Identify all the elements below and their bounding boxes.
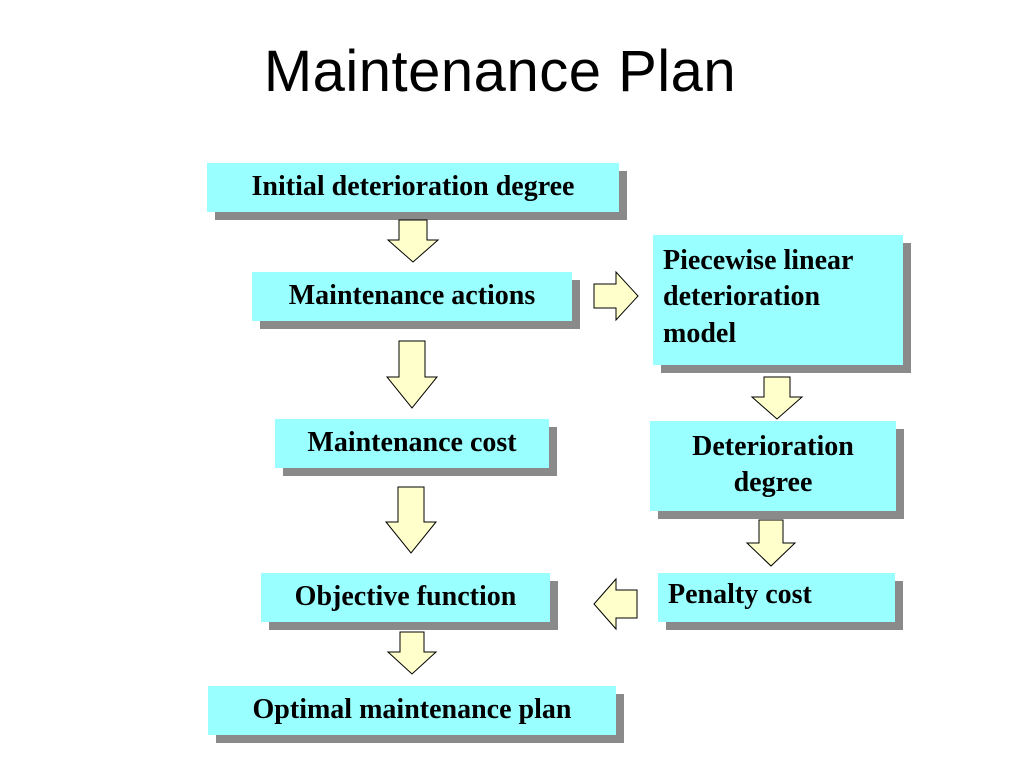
- node-deterioration-degree-line-2: degree: [733, 467, 813, 499]
- slide-title: Maintenance Plan: [263, 39, 737, 104]
- node-piecewise-model-line-2: deterioration: [663, 281, 821, 313]
- node-deterioration-degree: Deterioration degree: [650, 421, 896, 511]
- arrow-down-3: [384, 486, 438, 554]
- node-maintenance-cost-label: Maintenance cost: [307, 427, 517, 459]
- arrow-down-4: [386, 631, 438, 675]
- arrow-left-1: [593, 577, 638, 631]
- node-optimal-plan-label: Optimal maintenance plan: [252, 694, 572, 726]
- node-maintenance-cost: Maintenance cost: [275, 419, 549, 468]
- node-penalty-cost-label: Penalty cost: [668, 579, 812, 610]
- arrow-down-6: [745, 519, 797, 567]
- node-piecewise-model-line-1: Piecewise linear: [663, 245, 854, 276]
- arrow-down-5: [750, 376, 804, 420]
- node-piecewise-model-line-3: model: [663, 317, 737, 349]
- arrow-down-1: [386, 219, 440, 263]
- node-deterioration-degree-line-1: Deterioration: [692, 431, 854, 462]
- node-piecewise-model: Piecewise linear deterioration model: [653, 235, 903, 365]
- node-maintenance-actions-label: Maintenance actions: [288, 280, 536, 312]
- node-optimal-plan: Optimal maintenance plan: [208, 686, 616, 735]
- arrow-down-2: [385, 340, 439, 409]
- node-initial-deterioration: Initial deterioration degree: [207, 163, 619, 212]
- node-objective-function: Objective function: [261, 573, 550, 622]
- node-maintenance-actions: Maintenance actions: [252, 272, 572, 321]
- node-initial-deterioration-label: Initial deterioration degree: [251, 171, 575, 203]
- node-objective-function-label: Objective function: [294, 581, 517, 613]
- node-penalty-cost: Penalty cost: [658, 573, 895, 622]
- arrow-right-1: [593, 270, 639, 322]
